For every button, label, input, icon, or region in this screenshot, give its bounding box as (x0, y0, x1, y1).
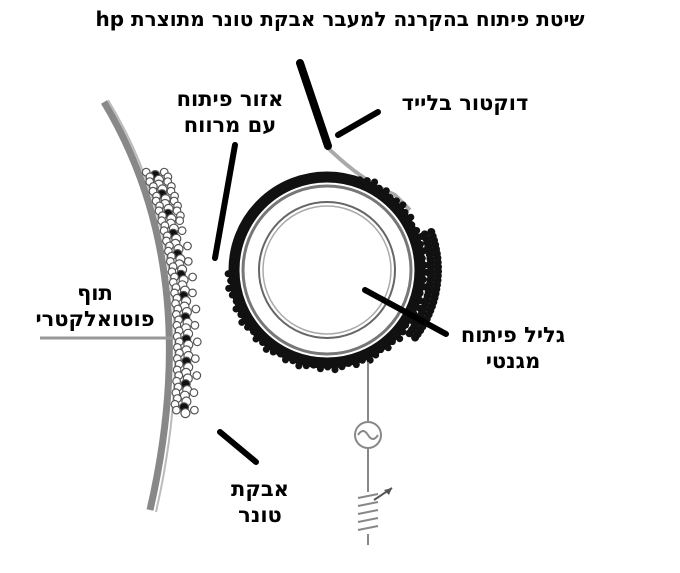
label-mag-roller: גליל פיתוח מגנטי (460, 323, 566, 373)
label-dev-zone: אזור פיתוח עם מרווח (176, 87, 284, 137)
photo-drum (40, 99, 177, 513)
leader-dev-zone (212, 142, 238, 261)
magnetic-roller (228, 171, 426, 369)
leader-lines (212, 109, 449, 465)
toner-particles-drum (141, 167, 202, 419)
diagram-title: שיטת פיתוח בהקרנה למעבר אבקת טונר מתוצרת… (95, 7, 585, 31)
leader-mag-roller (362, 287, 449, 337)
doctor-blade (296, 59, 412, 212)
ac-source-icon (354, 421, 382, 449)
leader-toner (217, 429, 259, 465)
bias-circuit (354, 362, 393, 545)
toner-particles-roller (224, 176, 442, 374)
leader-doctor-blade (335, 109, 381, 138)
dc-source-icon (356, 487, 393, 534)
label-toner: אבקת טונר (231, 477, 289, 527)
label-photo-drum: תוף פוטואלקטרי (35, 281, 155, 331)
label-doctor-blade: דוקטור בלייד (401, 91, 529, 115)
